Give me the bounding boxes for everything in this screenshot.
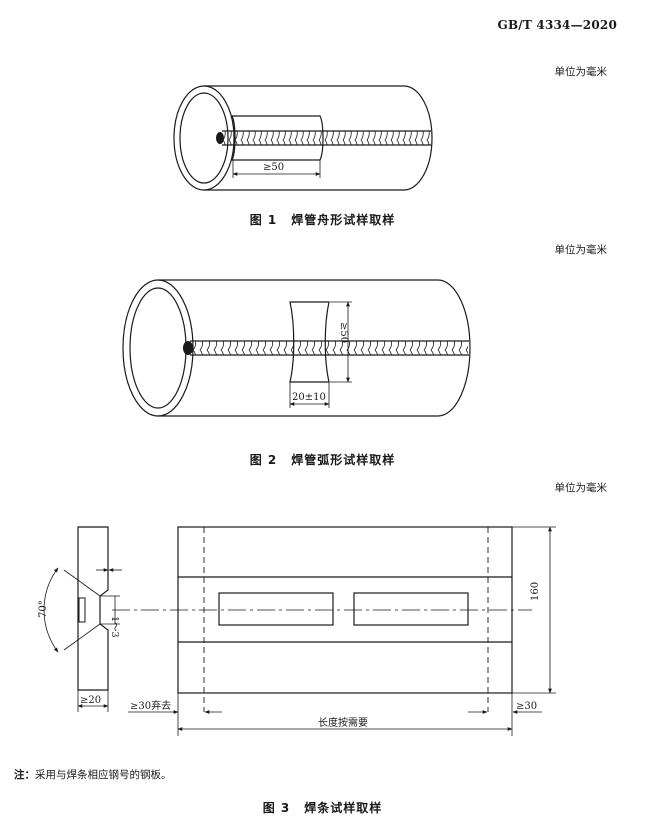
figure2-drawing [122,279,471,417]
fig3-side-width: ≥20 [80,695,101,706]
figure2-title: 焊管弧形试样取样 [291,453,396,467]
units-label-3: 单位为毫米 [554,482,608,494]
fig3-length: 长度按需要 [318,716,368,729]
figure1-caption: 图 1 焊管舟形试样取样 [0,211,645,228]
fig3-angle: 70° [38,600,49,618]
figure2-number: 图 2 [249,453,278,467]
note-text: 采用与焊条相应钢号的钢板。 [35,769,172,781]
units-label-2: 单位为毫米 [554,244,608,256]
figure1-number: 图 1 [249,213,278,227]
standard-number: GB/T 4334—2020 [497,18,617,32]
fig3-height: 160 [530,582,541,601]
figure1-drawing [173,85,433,191]
fig2-dim-height: ≥50 [338,322,349,343]
figure3-drawing [43,526,556,736]
note-label: 注： [14,769,35,781]
fig1-dim-length: ≥50 [263,162,284,173]
figure1-title: 焊管舟形试样取样 [291,213,396,227]
figure2-caption: 图 2 焊管弧形试样取样 [0,451,645,468]
fig3-gap: 1～3 [109,616,120,638]
fig3-discard-left: ≥30弃去 [130,699,171,712]
figure3-number: 图 3 [262,801,291,815]
fig2-dim-width: 20±10 [292,392,326,403]
figure3-note: 注：采用与焊条相应钢号的钢板。 [14,767,172,782]
figure3-caption: 图 3 焊条试样取样 [0,799,645,816]
figure3-title: 焊条试样取样 [304,801,383,815]
fig3-discard-right: ≥30 [516,701,537,712]
units-label-1: 单位为毫米 [554,66,608,78]
